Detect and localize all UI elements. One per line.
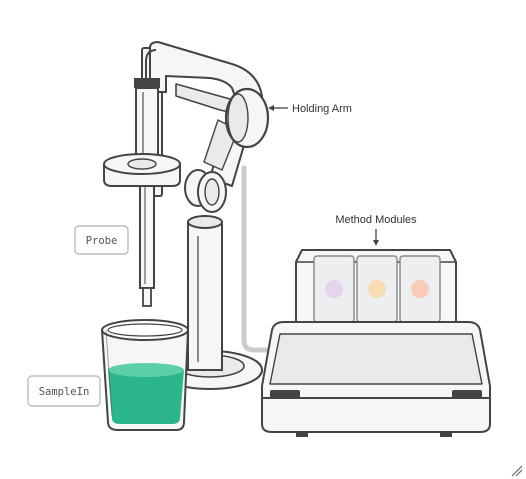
module-indicator-purple xyxy=(325,280,343,298)
analyzer-unit xyxy=(261,321,491,437)
holding-arm-label: Holding Arm xyxy=(292,103,352,115)
module-indicator-orange xyxy=(411,280,429,298)
connecting-tube xyxy=(241,165,279,353)
probe-clamp xyxy=(103,153,181,187)
module-slot-1 xyxy=(313,255,355,323)
sample-in-tag: SampleIn xyxy=(27,375,101,407)
arrow-left-icon xyxy=(268,105,274,111)
sample-beaker xyxy=(101,319,189,431)
method-modules-label: Method Modules xyxy=(335,214,417,226)
probe-tag: Probe xyxy=(74,225,129,255)
sample-in-label: SampleIn xyxy=(39,386,90,398)
holding-arm-callout: Holding Arm xyxy=(268,103,352,115)
method-modules xyxy=(295,249,457,323)
module-slot-3 xyxy=(399,255,441,323)
arrow-down-icon xyxy=(373,240,379,246)
module-slot-2 xyxy=(356,255,398,323)
probe-label: Probe xyxy=(86,235,118,247)
method-modules-callout: Method Modules xyxy=(335,214,417,246)
holding-arm xyxy=(149,41,270,213)
resize-grip-icon[interactable] xyxy=(511,465,523,477)
module-indicator-yellow xyxy=(368,280,386,298)
stand-pole xyxy=(187,215,223,371)
sample-liquid xyxy=(108,370,184,424)
